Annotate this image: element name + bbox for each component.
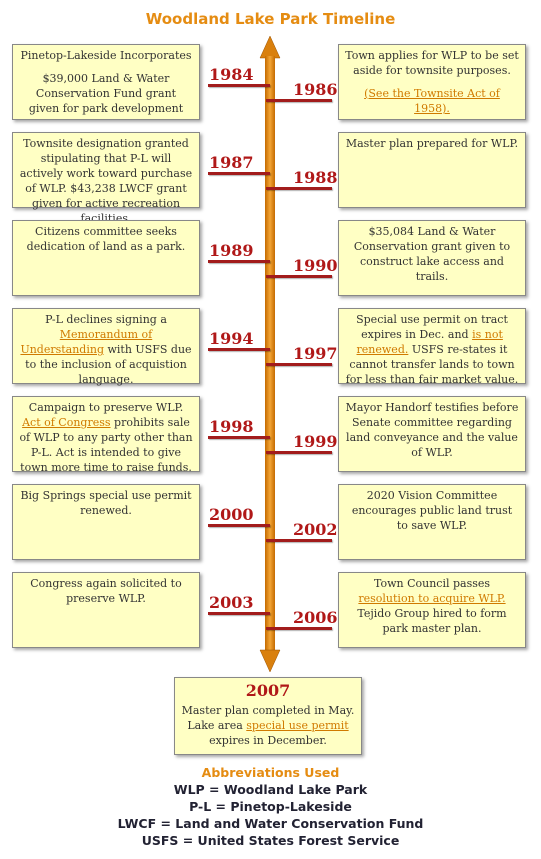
year-label-1986: 1986 — [293, 80, 338, 99]
abbreviation-item: WLP = Woodland Lake Park — [173, 782, 368, 797]
entry-paragraph: Congress again solicited to preserve WLP… — [19, 576, 193, 606]
final-entry-2007: 2007 Master plan completed in May. Lake … — [174, 677, 362, 755]
timeline-entry-2003: Congress again solicited to preserve WLP… — [12, 572, 200, 648]
entry-text: $35,084 Land & Water Conservation grant … — [353, 225, 511, 283]
year-label-2003: 2003 — [209, 593, 254, 612]
year-label-2002: 2002 — [293, 520, 338, 539]
year-tick — [208, 524, 270, 527]
final-year: 2007 — [245, 681, 291, 700]
entry-link[interactable]: resolution to acquire WLP. — [358, 592, 506, 605]
entry-text: Master plan prepared for WLP. — [345, 137, 519, 150]
entry-text: expires in December. — [209, 734, 327, 747]
entry-text: USFS re-states it cannot transfer lands … — [345, 343, 519, 386]
year-tick — [266, 275, 332, 278]
year-tick — [208, 348, 270, 351]
entry-paragraph: Town applies for WLP to be set aside for… — [345, 48, 519, 78]
entry-link[interactable]: (See the Townsite Act of 1958). — [364, 87, 500, 115]
year-tick — [266, 627, 332, 630]
entry-text: $39,000 Land & Water Conservation Fund g… — [28, 72, 184, 115]
timeline-arrow — [259, 36, 281, 673]
entry-paragraph: Townsite designation granted stipulating… — [19, 136, 193, 226]
timeline-entry-2000: Big Springs special use permit renewed. — [12, 484, 200, 560]
abbreviations-heading: Abbreviations Used — [201, 765, 340, 780]
entry-text: Citizens committee seeks dedication of l… — [26, 225, 186, 253]
timeline-entry-1999: Mayor Handorf testifies before Senate co… — [338, 396, 526, 472]
entry-paragraph: $39,000 Land & Water Conservation Fund g… — [19, 71, 193, 116]
year-tick — [208, 612, 270, 615]
year-tick — [208, 172, 270, 175]
year-label-1984: 1984 — [209, 65, 254, 84]
year-tick — [266, 539, 332, 542]
entry-paragraph: P-L declines signing a Memorandum of Und… — [19, 312, 193, 387]
year-label-1997: 1997 — [293, 344, 338, 363]
year-tick — [266, 99, 332, 102]
year-tick — [208, 436, 270, 439]
year-label-2000: 2000 — [209, 505, 254, 524]
entry-link[interactable]: special use permit — [246, 719, 349, 732]
year-label-1989: 1989 — [209, 241, 254, 260]
timeline-entry-2006: Town Council passes resolution to acquir… — [338, 572, 526, 648]
timeline-entry-1986: Town applies for WLP to be set aside for… — [338, 44, 526, 120]
year-tick — [208, 84, 270, 87]
entry-paragraph: 2020 Vision Committee encourages public … — [345, 488, 519, 533]
entry-link[interactable]: Memorandum of Understanding — [20, 328, 153, 356]
entry-paragraph: Campaign to preserve WLP. Act of Congres… — [19, 400, 193, 475]
entry-text: Town Council passes — [373, 577, 491, 590]
year-label-2006: 2006 — [293, 608, 338, 627]
final-entry-text: Master plan completed in May. Lake area … — [181, 703, 355, 748]
entry-text: Campaign to preserve WLP. — [28, 401, 184, 414]
timeline-entry-1988: Master plan prepared for WLP. — [338, 132, 526, 208]
abbreviation-item: P-L = Pinetop-Lakeside — [189, 799, 352, 814]
entry-paragraph: Mayor Handorf testifies before Senate co… — [345, 400, 519, 460]
entry-text: Townsite designation granted stipulating… — [19, 137, 193, 225]
entry-text: Pinetop-Lakeside Incorporates — [20, 49, 192, 62]
entry-text: Master plan completed in May. Lake area — [181, 704, 355, 732]
timeline-entry-1989: Citizens committee seeks dedication of l… — [12, 220, 200, 296]
abbreviations-legend: Abbreviations Used WLP = Woodland Lake P… — [0, 764, 541, 849]
entry-text: Big Springs special use permit renewed. — [20, 489, 192, 517]
entry-text: 2020 Vision Committee encourages public … — [351, 489, 513, 532]
timeline-entry-1984: Pinetop-Lakeside Incorporates $39,000 Lan… — [12, 44, 200, 120]
year-label-1988: 1988 — [293, 168, 338, 187]
entry-text: P-L declines signing a — [45, 313, 167, 326]
entry-text: prohibits sale of WLP to any party other… — [19, 416, 193, 474]
year-tick — [266, 363, 332, 366]
entry-paragraph: $35,084 Land & Water Conservation grant … — [345, 224, 519, 284]
year-label-1999: 1999 — [293, 432, 338, 451]
entry-paragraph: Citizens committee seeks dedication of l… — [19, 224, 193, 254]
timeline-entry-1998: Campaign to preserve WLP. Act of Congres… — [12, 396, 200, 475]
abbreviation-item: USFS = United States Forest Service — [141, 833, 400, 848]
timeline-entry-1990: $35,084 Land & Water Conservation grant … — [338, 220, 526, 296]
timeline-entry-1994: P-L declines signing a Memorandum of Und… — [12, 308, 200, 387]
abbreviation-item: LWCF = Land and Water Conservation Fund — [117, 816, 424, 831]
page-title: Woodland Lake Park Timeline — [145, 10, 396, 28]
timeline-entry-2002: 2020 Vision Committee encourages public … — [338, 484, 526, 560]
entry-paragraph: (See the Townsite Act of 1958). — [345, 86, 519, 116]
entry-paragraph: Master plan prepared for WLP. — [345, 136, 519, 151]
year-label-1987: 1987 — [209, 153, 254, 172]
entry-text: with USFS due to the inclusion of acquis… — [25, 343, 192, 386]
entry-text: Congress again solicited to preserve WLP… — [30, 577, 182, 605]
entry-paragraph: Town Council passes resolution to acquir… — [345, 576, 519, 636]
entry-paragraph: Special use permit on tract expires in D… — [345, 312, 519, 387]
year-tick — [266, 451, 332, 454]
entry-text: Special use permit on tract expires in D… — [356, 313, 508, 341]
entry-paragraph: Pinetop-Lakeside Incorporates — [19, 48, 193, 63]
entry-paragraph: Big Springs special use permit renewed. — [19, 488, 193, 518]
year-label-1994: 1994 — [209, 329, 254, 348]
year-tick — [208, 260, 270, 263]
entry-link[interactable]: Act of Congress — [22, 416, 111, 429]
entry-text: Tejido Group hired to form park master p… — [357, 607, 507, 635]
timeline-entry-1987: Townsite designation granted stipulating… — [12, 132, 200, 225]
year-label-1998: 1998 — [209, 417, 254, 436]
year-label-1990: 1990 — [293, 256, 338, 275]
entry-text: Town applies for WLP to be set aside for… — [345, 49, 519, 77]
timeline-entry-1997: Special use permit on tract expires in D… — [338, 308, 526, 387]
entry-text: Mayor Handorf testifies before Senate co… — [345, 401, 519, 459]
entry-link[interactable]: is not renewed. — [356, 328, 503, 356]
year-tick — [266, 187, 332, 190]
entry-paragraph: Master plan completed in May. Lake area … — [181, 703, 355, 748]
